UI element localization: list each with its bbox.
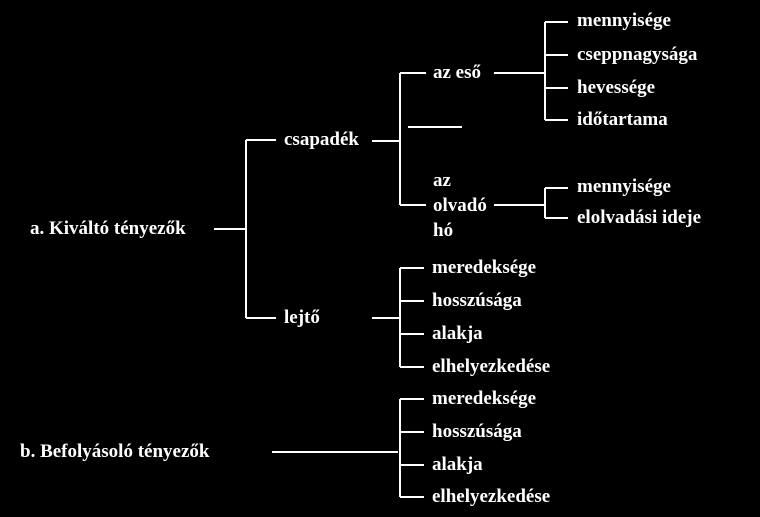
- ho-item-elolvadasi-ideje: elolvadási ideje: [577, 207, 702, 228]
- olvado-ho-line-3: hó: [433, 220, 454, 241]
- b-item-meredeksege: meredeksége: [432, 388, 537, 409]
- factor-b-label: b. Befolyásoló tényezők: [20, 441, 210, 462]
- olvado-ho-line-1: az: [433, 170, 451, 191]
- lejto-item-elhelyezkedese: elhelyezkedése: [432, 356, 551, 377]
- eso-item-idotartama: időtartama: [577, 109, 668, 130]
- b-item-elhelyezkedese: elhelyezkedése: [432, 486, 551, 507]
- factor-a-label: a. Kiváltó tényezők: [30, 218, 186, 239]
- b-item-alakja: alakja: [432, 454, 483, 475]
- lejto-item-alakja: alakja: [432, 323, 483, 344]
- csapadek-label: csapadék: [284, 129, 359, 150]
- lejto-label: lejtő: [284, 307, 320, 328]
- olvado-ho-label: az olvadó hó: [433, 168, 487, 243]
- eso-item-mennyisege: mennyisége: [577, 10, 671, 31]
- olvado-ho-line-2: olvadó: [433, 195, 487, 216]
- b-item-hosszusaga: hosszúsága: [432, 421, 522, 442]
- eso-item-cseppnagysaga: cseppnagysága: [577, 44, 698, 65]
- lejto-item-meredeksege: meredeksége: [432, 257, 537, 278]
- lejto-item-hosszusaga: hosszúsága: [432, 290, 522, 311]
- eso-label: az eső: [433, 62, 482, 83]
- ho-item-mennyisege: mennyisége: [577, 176, 671, 197]
- eso-item-hevessege: hevessége: [577, 77, 656, 98]
